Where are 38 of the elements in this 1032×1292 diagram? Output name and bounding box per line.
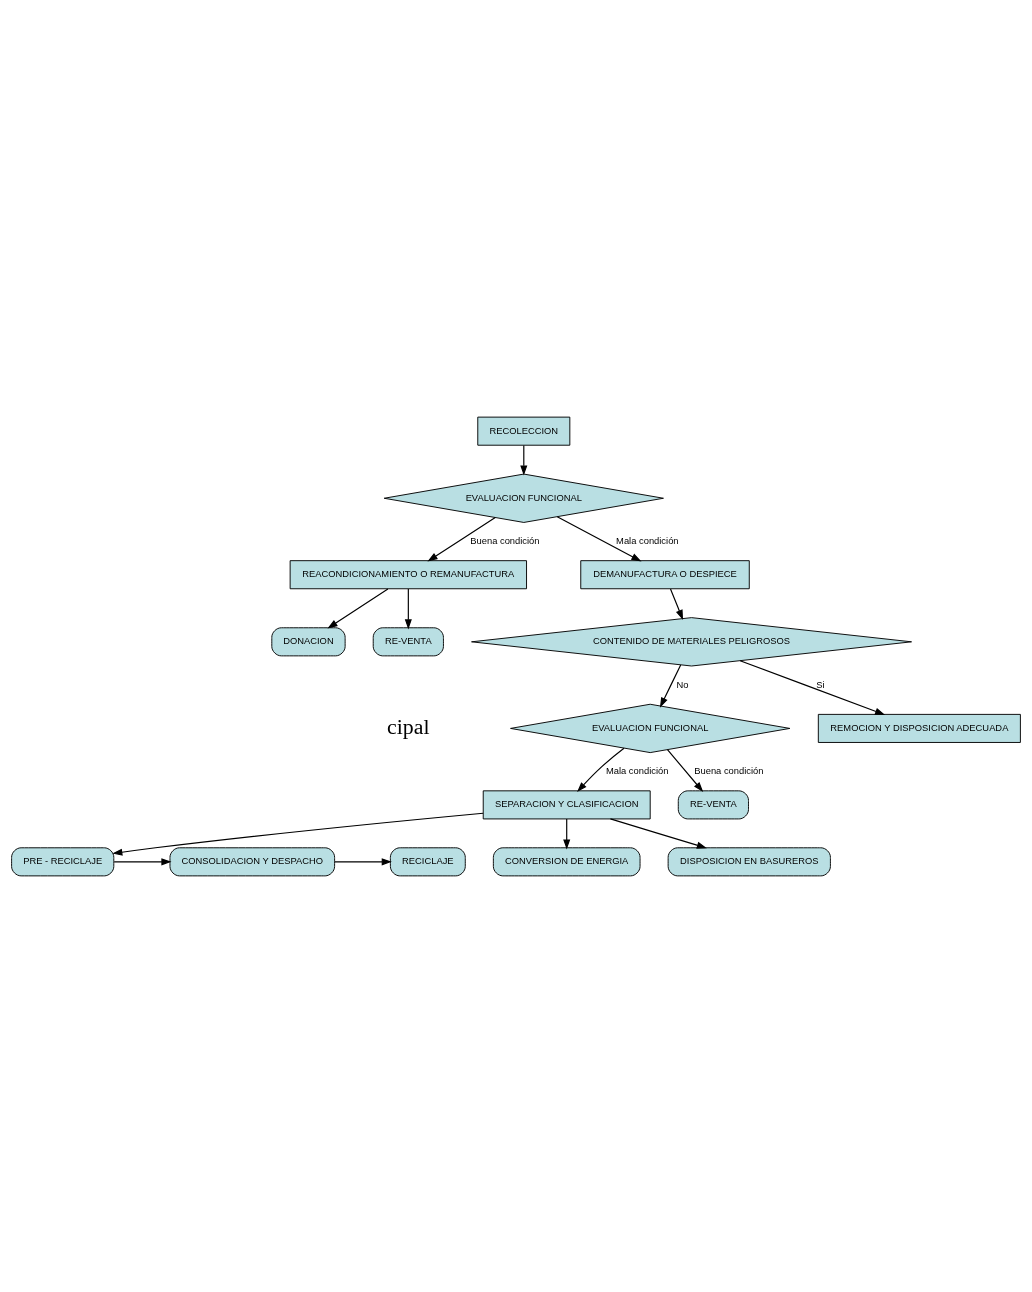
edge-label: Mala condición [616,535,679,546]
arrow [659,663,682,708]
node-box: REMOCION Y DISPOSICION ADECUADA [817,713,1021,743]
node-box: RE-VENTA [372,626,444,656]
node-diamond: EVALUACION FUNCIONAL [510,703,791,753]
label: cipal [387,714,430,739]
node-box: REACONDICIONAMIENTO O REMANUFACTURA [289,559,527,589]
arrow [427,516,496,562]
arrow [520,444,528,476]
arrow [113,857,172,865]
node-box: DONACION [271,626,346,656]
arrow [577,747,625,792]
arrow [669,588,684,620]
edge-label: Mala condición [605,765,669,776]
node-box: RE-VENTA [677,789,749,819]
node-box: DEMANUFACTURA O DESPIECE [580,559,750,589]
node-box: CONVERSION DE ENERGIA [492,846,641,876]
node-diamond: EVALUACION FUNCIONAL [383,473,664,523]
arrow [609,817,707,849]
arrow [739,659,886,715]
node-box: RECICLAJE [389,846,466,876]
arrow [404,588,412,629]
arrow [112,812,484,856]
node-diamond: CONTENIDO DE MATERIALES PELIGROSOS [471,616,913,666]
edge-label: Buena condición [470,535,540,546]
arrow [563,818,571,850]
node-box: RECOLECCION [477,416,571,446]
node-box: DISPOSICION EN BASUREROS [667,846,831,876]
arrow [666,748,704,792]
arrow [334,857,392,865]
arrow [327,587,389,629]
edge-label: Buena condición [694,765,764,776]
edge-label: No [676,679,689,690]
node-box: SEPARACION Y CLASIFICACION [482,789,651,819]
arrow [556,515,642,561]
node-box: PRE - RECICLAJE [11,846,115,876]
node-box: CONSOLIDACION Y DESPACHO [169,846,336,876]
edge-label: Si [816,679,825,690]
